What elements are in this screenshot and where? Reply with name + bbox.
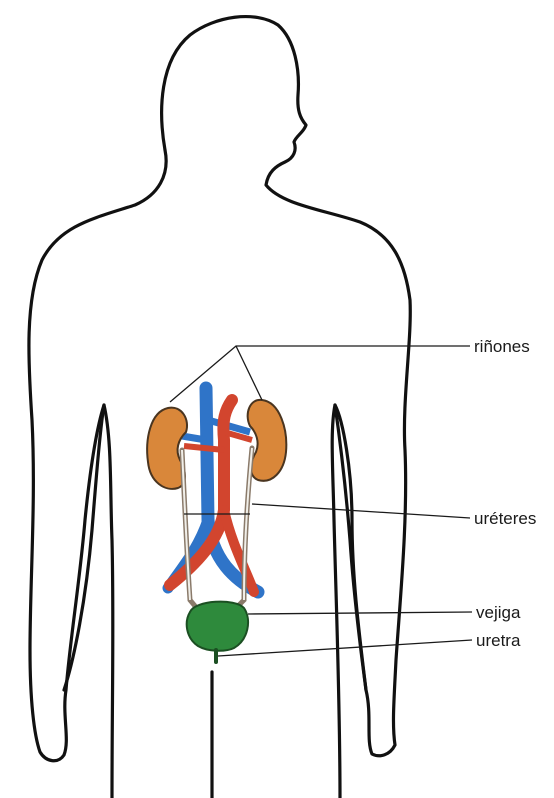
label-ureters: uréteres [474,509,536,528]
bladder [187,602,248,651]
body-outline [162,17,411,798]
left-renal-vein [182,436,206,440]
label-urethra: uretra [476,631,521,650]
left-ureter [182,450,200,612]
right-kidney [248,400,287,481]
urethra-leader-line [218,640,472,656]
bladder-leader-line [248,612,472,614]
label-bladder: vejiga [476,603,521,622]
label-kidneys: riñones [474,337,530,356]
kidney-leader-line [170,346,470,402]
